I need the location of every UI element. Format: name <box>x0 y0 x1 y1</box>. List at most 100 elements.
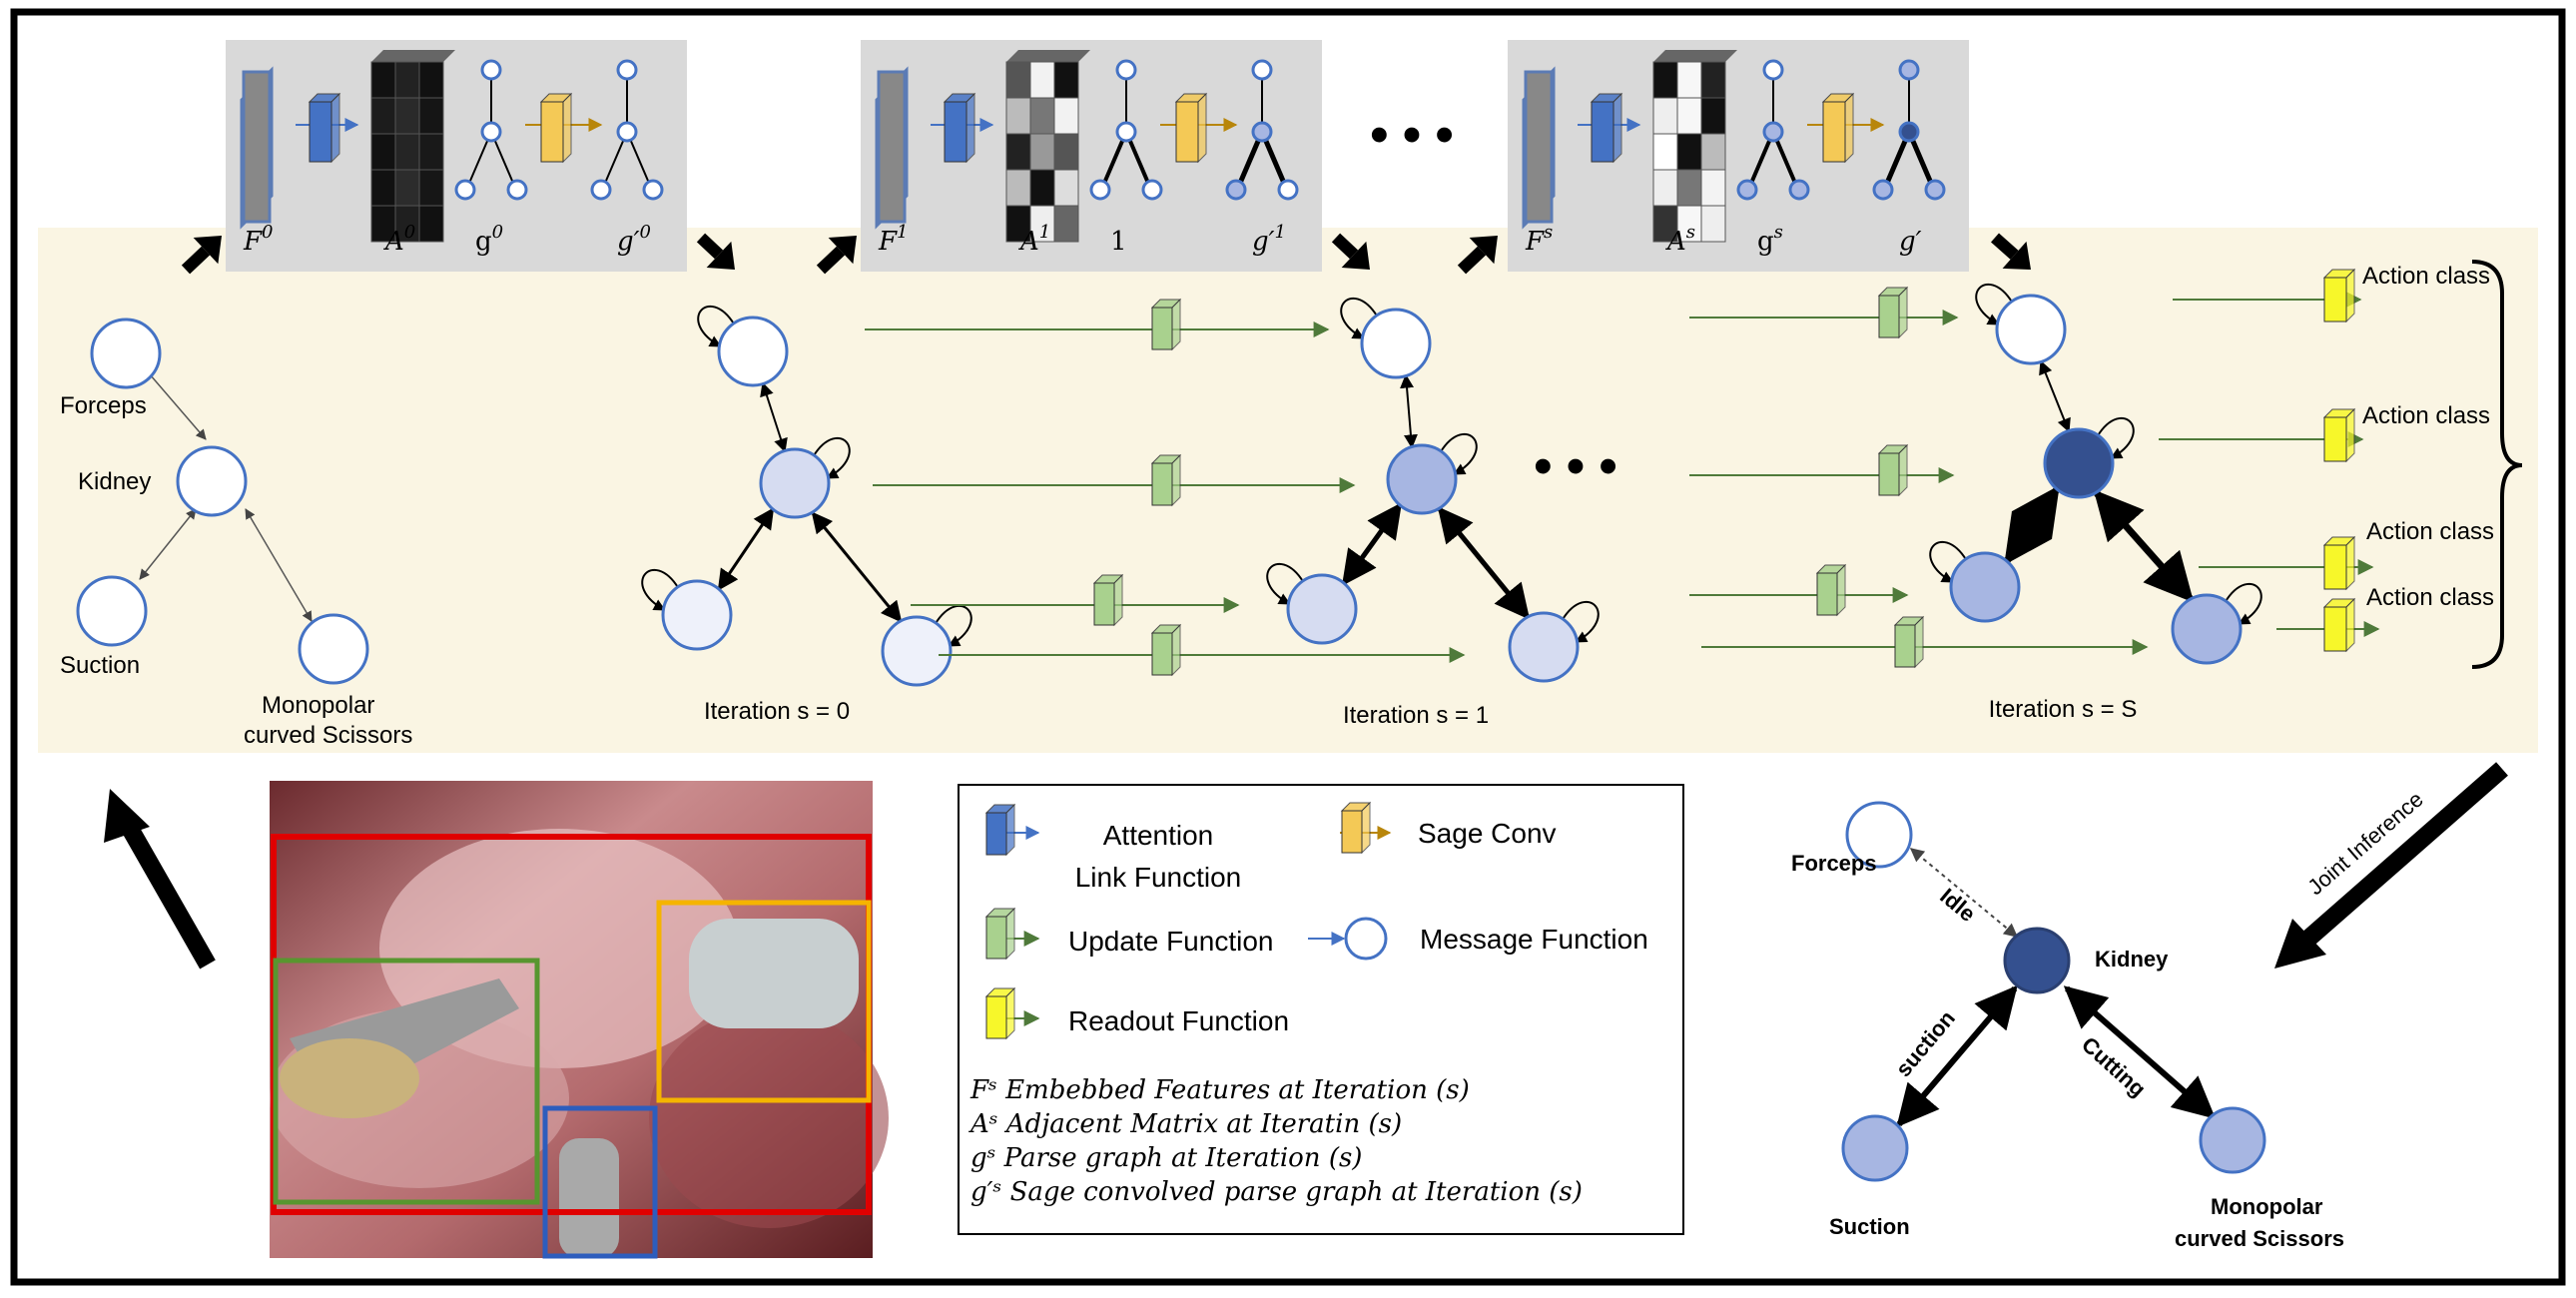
graph-edge <box>811 511 903 623</box>
update-cube <box>1150 298 1182 351</box>
kidney-node <box>176 445 248 517</box>
suction-bbox <box>542 1105 658 1259</box>
legend-def-f: Fˢ Embebbed Features at Iteration (s) <box>969 1075 1470 1105</box>
panel-bg <box>1508 40 1969 272</box>
label-g: gs <box>1757 222 1783 257</box>
readout-cube <box>2322 597 2356 653</box>
sage-parse-graph <box>590 59 664 201</box>
update-arrow-kidney-1 <box>1689 443 1955 497</box>
update-arrow-forceps-0 <box>865 298 1330 351</box>
sage-cube <box>539 92 573 164</box>
iteration-graph-1 <box>1266 297 1600 683</box>
readout-2: Action class <box>2199 518 2494 591</box>
result-suction-node <box>1841 1114 1909 1182</box>
result-scissors-label-1: Monopolar <box>2211 1194 2323 1219</box>
graph-edge <box>1437 506 1531 620</box>
kidney-node <box>759 447 831 519</box>
adjacency-matrix <box>1652 50 1737 243</box>
graph-edge <box>2039 359 2071 433</box>
update-cube <box>1893 615 1925 669</box>
legend-def-a: Aˢ Adjacent Matrix at Iteratin (s) <box>968 1109 1402 1139</box>
result-forceps-node <box>1845 801 1913 869</box>
suction-node <box>661 579 733 651</box>
graph-edge <box>1341 502 1403 586</box>
legend-sage-cube <box>1340 801 1372 855</box>
result-kidney-label: Kidney <box>2095 947 2169 972</box>
self-loop <box>1975 283 2014 325</box>
return-arrow <box>104 789 216 970</box>
readout-0: Action class <box>2173 263 2490 324</box>
update-arrow-scissors-1 <box>1701 615 2149 669</box>
readout-cube <box>2322 407 2356 463</box>
flow-arrow-down-1 <box>1331 233 1370 270</box>
legend-readout: Readout Function <box>1068 1005 1289 1036</box>
update-cube <box>1877 286 1909 339</box>
result-scissors-node <box>2199 1106 2266 1174</box>
forceps-node <box>90 318 162 389</box>
feature-plate-face <box>877 70 907 224</box>
update-cube <box>1092 573 1124 627</box>
feature-plate-face <box>1524 70 1554 224</box>
legend-sage: Sage Conv <box>1418 818 1557 849</box>
update-arrow-suction-0 <box>911 573 1240 627</box>
sage-cube <box>1821 92 1855 164</box>
attention-cube <box>308 92 341 164</box>
label-f: F0 <box>243 222 274 257</box>
result-suction-label: Suction <box>1829 1214 1910 1239</box>
self-loop <box>2096 416 2135 459</box>
parse-graph <box>454 59 528 201</box>
graph-edge <box>1400 373 1418 449</box>
legend-attention-cube <box>984 803 1016 857</box>
flow-arrow-up-0 <box>181 236 222 275</box>
suction-node <box>76 575 148 647</box>
surgical-image <box>270 781 889 1259</box>
result-scissors-label-2: curved Scissors <box>2175 1226 2344 1251</box>
label-f: F1 <box>878 222 909 257</box>
scissors-node <box>2171 593 2243 665</box>
sage-cube <box>1174 92 1208 164</box>
graph-edge <box>2004 484 2060 566</box>
iteration-s-label: Iteration s = S <box>1989 696 2138 723</box>
action-class-label: Action class <box>2362 402 2490 429</box>
sage-parse-graph <box>1225 59 1299 201</box>
graph-edge <box>717 507 775 591</box>
scissors-node <box>298 613 369 685</box>
iteration-band <box>38 228 2538 753</box>
flow-arrow-up-1 <box>816 236 857 275</box>
update-arrow-forceps-1 <box>1689 286 1959 339</box>
forceps-label: Forceps <box>60 392 147 419</box>
legend-message: Message Function <box>1420 924 1648 955</box>
iteration-graph-2 <box>1929 283 2262 665</box>
kidney-node <box>1386 443 1458 515</box>
self-loop <box>1929 540 1968 583</box>
label-a: As <box>1665 222 1695 257</box>
action-class-label: Action class <box>2366 584 2494 611</box>
label-gprime: g′1 <box>1252 222 1286 257</box>
flow-arrow-up-2 <box>1457 236 1498 275</box>
update-cube <box>1150 623 1182 677</box>
update-arrow-kidney-0 <box>873 453 1356 507</box>
iteration-graph-0 <box>641 305 972 687</box>
self-loop <box>2224 582 2262 625</box>
label-gprime: g′ <box>1899 227 1922 257</box>
flow-arrow-down-2 <box>1991 233 2031 270</box>
forceps-node <box>1995 294 2067 365</box>
legend-attention-1: Attention <box>1103 820 1214 851</box>
label-g: g0 <box>475 222 503 257</box>
readout-1: Action class <box>2159 402 2490 463</box>
attention-cube <box>943 92 976 164</box>
kidney-label: Kidney <box>78 468 151 495</box>
flow-arrow-down-0 <box>696 233 735 270</box>
label-gprime: g′0 <box>617 222 651 257</box>
update-arrow-suction-1 <box>1689 563 1909 617</box>
action-brace <box>2471 260 2523 669</box>
self-loop <box>934 604 972 647</box>
scissors-node <box>1508 611 1580 683</box>
flow-arrows <box>181 233 2031 275</box>
iteration-1-label: Iteration s = 1 <box>1343 702 1489 729</box>
